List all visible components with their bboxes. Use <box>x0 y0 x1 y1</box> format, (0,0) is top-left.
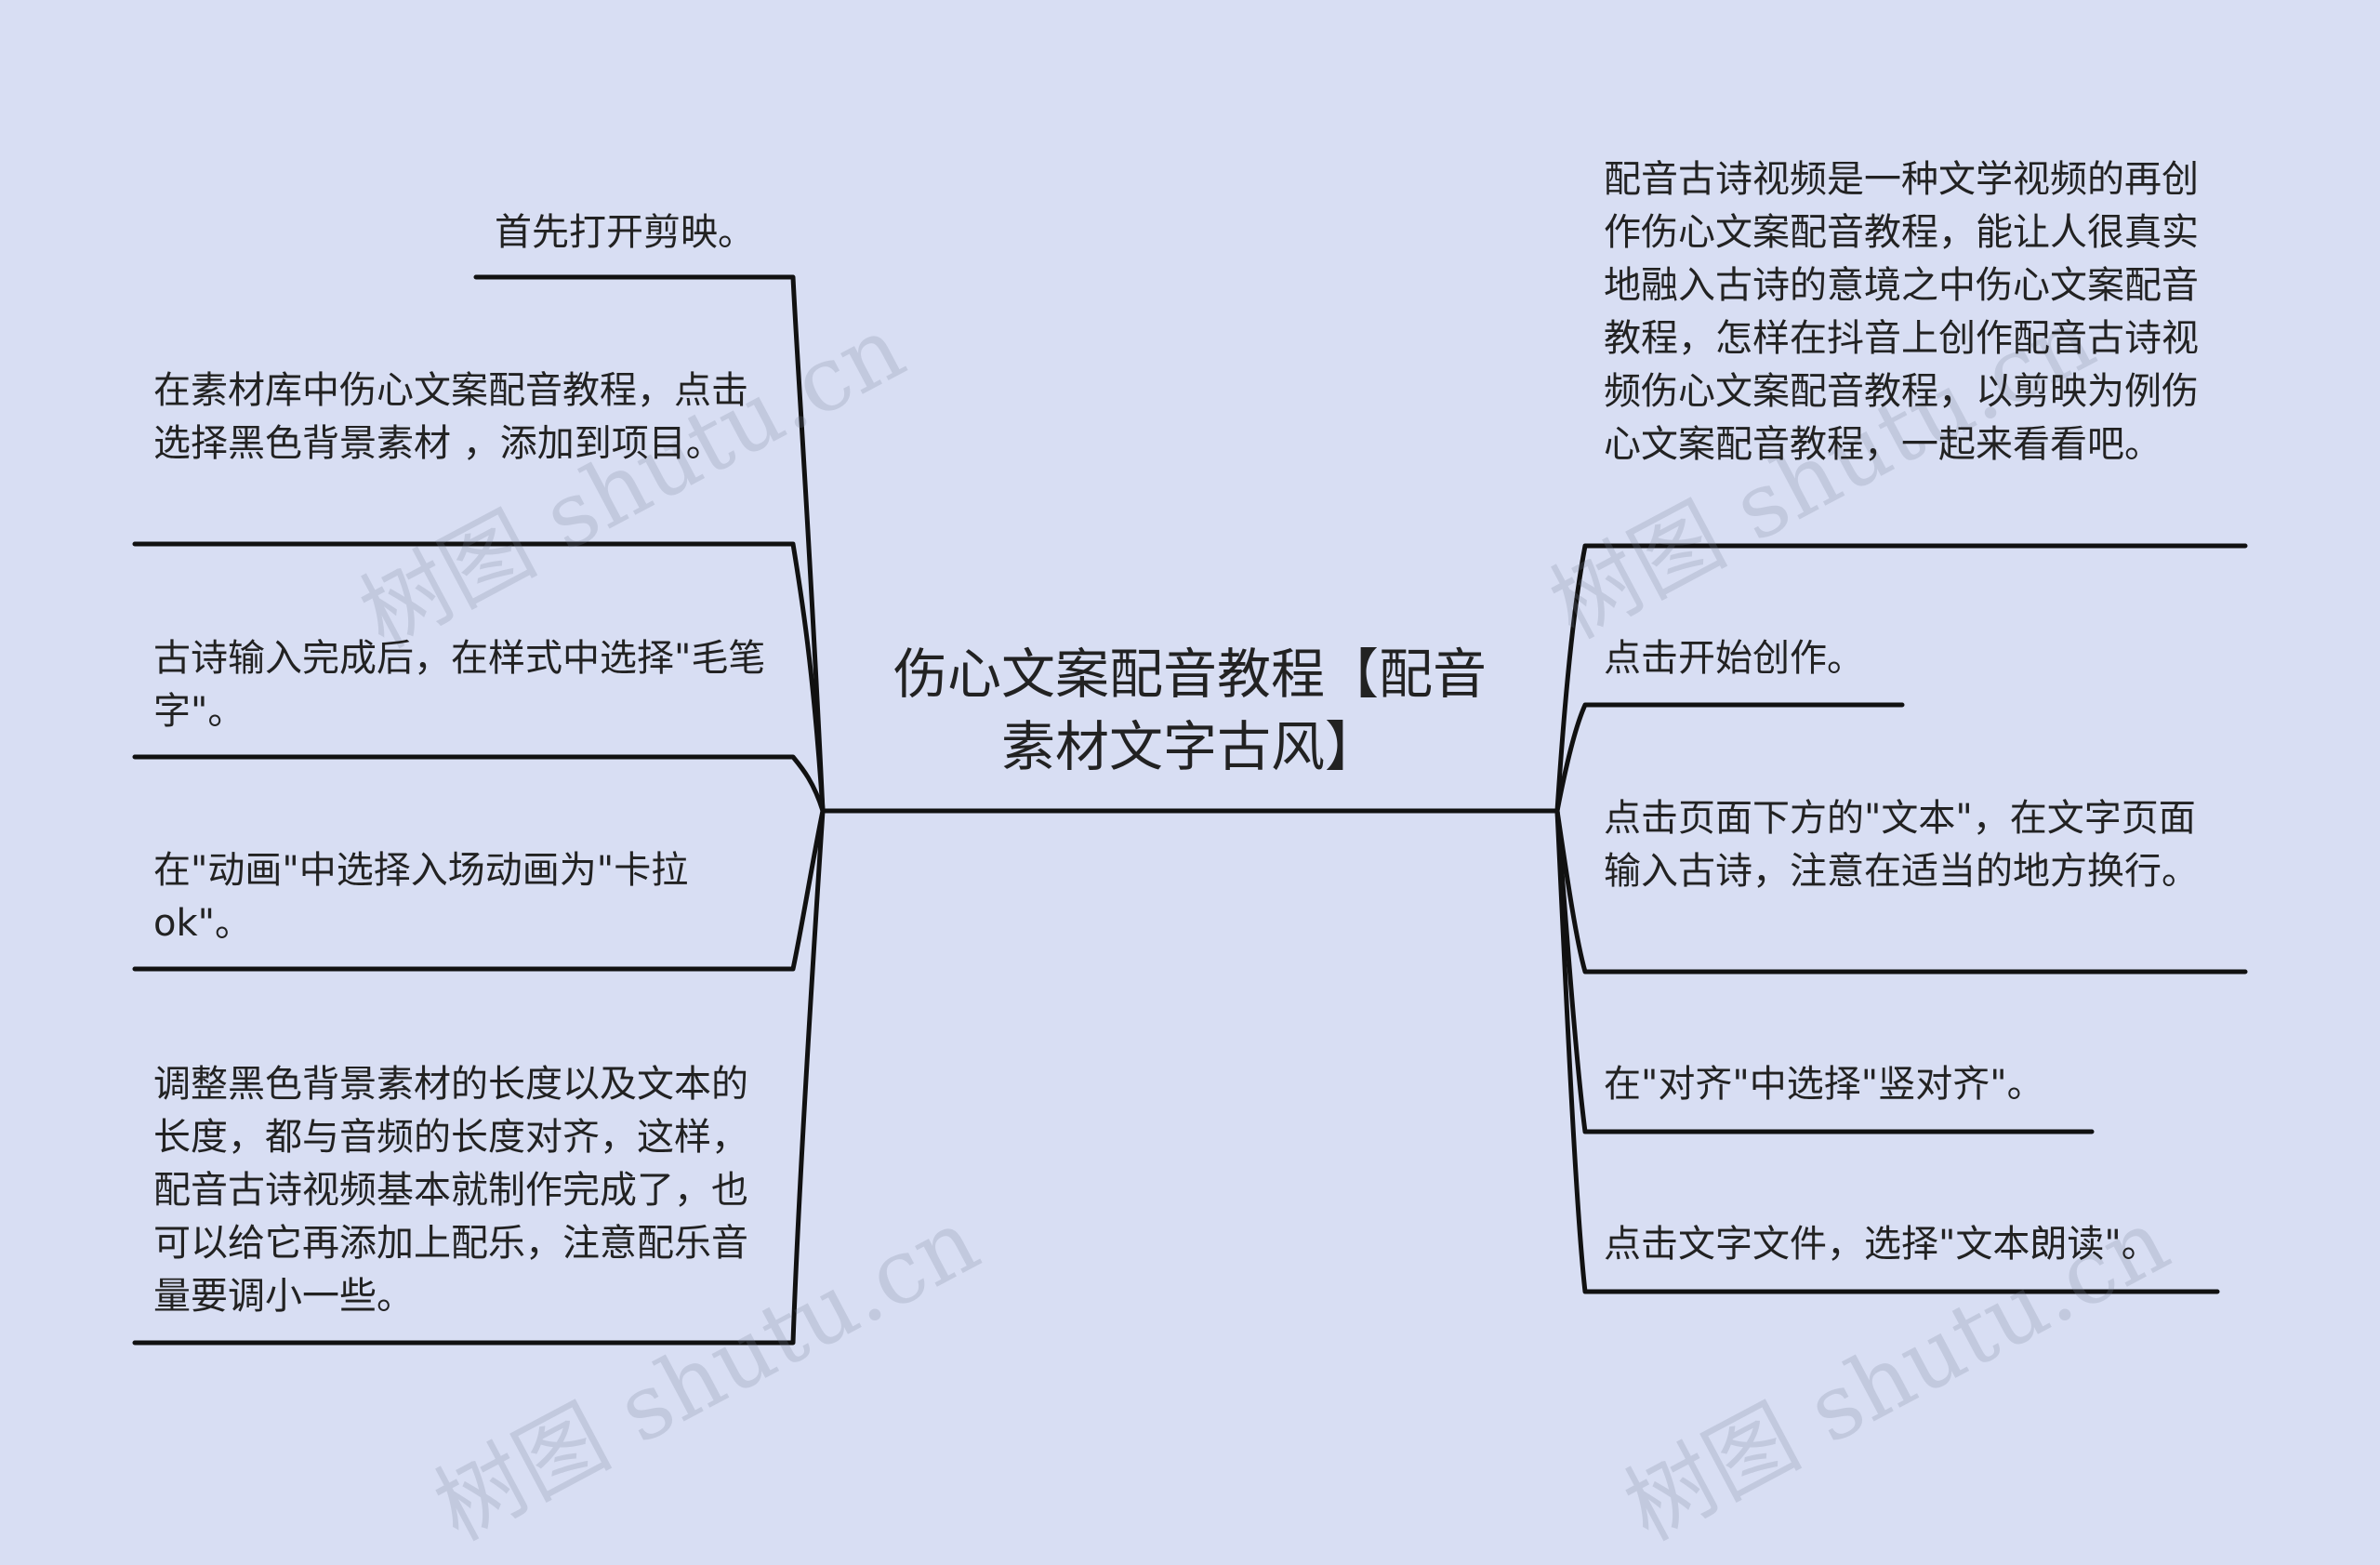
branch-line-l1 <box>473 274 826 814</box>
branch-line-l4 <box>132 808 826 972</box>
topic-node-r3[interactable]: 点击页面下方的"文本"，在文字页面输入古诗，注意在适当的地方换行。 <box>1604 797 2199 893</box>
branch-line-r1 <box>1554 543 2248 814</box>
branch-line-r2 <box>1554 702 1905 814</box>
topic-node-l2[interactable]: 在素材库中伤心文案配音教程，点击选择黑色背景素材 ，添加到项目。 <box>153 369 748 465</box>
branch-line-l5 <box>132 808 826 1346</box>
connector-lines <box>132 274 2248 1346</box>
branch-line-l3 <box>132 754 826 814</box>
root-topic[interactable]: 伤心文案配音教程【配音素材文字古风】 <box>892 643 1487 778</box>
branch-line-l2 <box>132 541 826 814</box>
topic-node-r4[interactable]: 在"对齐"中选择"竖对齐"。 <box>1604 1063 2044 1106</box>
topic-node-l1[interactable]: 首先打开剪映。 <box>495 211 755 254</box>
branch-line-r5 <box>1554 808 2220 1294</box>
topic-node-r1[interactable]: 配音古诗视频是一种文学视频的再创作伤心文案配音教程，能让人很真实地融入古诗的意境… <box>1604 158 2199 466</box>
topic-node-l4[interactable]: 在"动画"中选择入场动画为"卡拉ok"。 <box>153 849 689 945</box>
topic-node-l5[interactable]: 调整黑色背景素材的长度以及文本的长度，都与音频的长度对齐，这样，配音古诗视频基本… <box>153 1063 748 1318</box>
topic-node-r2[interactable]: 点击开始创作。 <box>1604 637 1864 680</box>
topic-node-r5[interactable]: 点击文字文件，选择"文本朗读"。 <box>1604 1223 2159 1266</box>
topic-node-l3[interactable]: 古诗输入完成后，在样式中选择"毛笔字"。 <box>153 637 766 733</box>
mind-map-canvas: 树图 shutu.cn 树图 shutu.cn 树图 shutu.cn 树图 s… <box>132 158 2248 1560</box>
